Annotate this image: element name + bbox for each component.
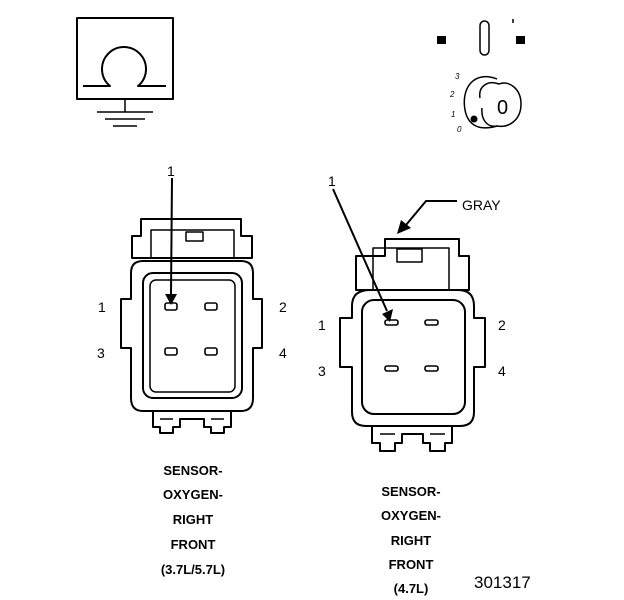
connector-right-pin-2: [424, 319, 439, 326]
connector-right-pin-3: [384, 365, 399, 372]
connector-right: [332, 188, 486, 452]
caption-left-line-5: (3.7L/5.7L): [161, 562, 225, 577]
caption-right-line-5: (4.7L): [394, 581, 429, 596]
connector-left-pin-label-2: 2: [279, 299, 287, 315]
connector-left: [120, 177, 263, 434]
caption-left-line-3: RIGHT: [173, 512, 214, 527]
connector-right-caption: SENSOR- OXYGEN- RIGHT FRONT (4.7L): [381, 484, 441, 596]
connector-right-callout: 1: [328, 173, 336, 189]
connector-right-pin-1: [384, 319, 399, 326]
connector-right-pin-label-3: 3: [318, 363, 326, 379]
connector-left-pin-4: [204, 347, 218, 356]
caption-right-line-2: OXYGEN-: [381, 508, 441, 523]
figure-code: 301317: [474, 573, 531, 592]
connector-left-callout: 1: [167, 163, 175, 179]
caption-left-line-4: FRONT: [171, 537, 216, 552]
ground-icon: [97, 99, 153, 127]
connector-right-pin-label-4: 4: [498, 363, 506, 379]
connector-left-pin-label-3: 3: [97, 345, 105, 361]
connector-left-pin-2: [204, 302, 218, 311]
key-position-2: 2: [449, 90, 455, 99]
caption-left-line-2: OXYGEN-: [163, 487, 223, 502]
connector-right-pin-4: [424, 365, 439, 372]
connector-left-caption: SENSOR- OXYGEN- RIGHT FRONT (3.7L/5.7L): [161, 463, 225, 577]
key-position-0: 0: [457, 125, 462, 134]
connector-right-pin-label-2: 2: [498, 317, 506, 333]
ohm-icon: [76, 17, 174, 100]
key-position-3: 3: [455, 72, 460, 81]
caption-left-line-1: SENSOR-: [163, 463, 222, 478]
key-position-label: 0: [497, 97, 508, 119]
connector-left-pin-3: [164, 347, 178, 356]
connector-right-pin-label-1: 1: [318, 317, 326, 333]
caption-right-line-4: FRONT: [389, 557, 434, 572]
connector-left-pin-label-4: 4: [279, 345, 287, 361]
caption-right-line-3: RIGHT: [391, 533, 432, 548]
connector-left-pin-label-1: 1: [98, 299, 106, 315]
ignition-switch-icon: [437, 19, 525, 129]
key-position-1: 1: [451, 110, 455, 119]
connector-right-color-label: GRAY: [462, 197, 501, 213]
caption-right-line-1: SENSOR-: [381, 484, 440, 499]
